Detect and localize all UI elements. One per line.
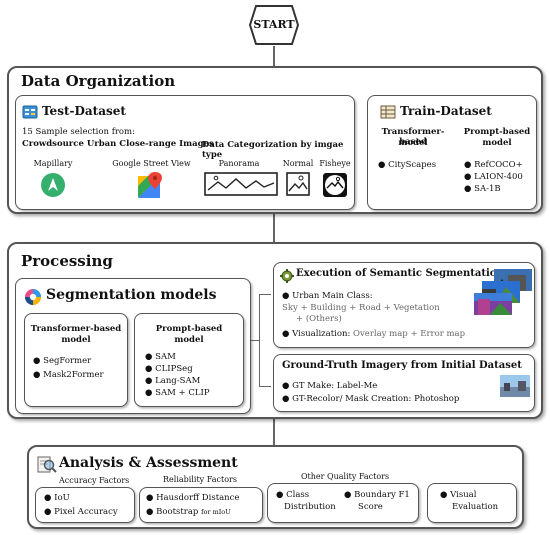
train-col2-item: ● SA-1B — [464, 184, 501, 194]
accuracy-item: ● Pixel Accuracy — [44, 507, 118, 517]
train-dataset-title: Train-Dataset — [400, 104, 492, 118]
mapillary-label: Mapillary — [33, 159, 73, 168]
bracket-left — [251, 340, 259, 341]
mapillary-icon — [40, 172, 66, 198]
normal-image-icon — [286, 172, 310, 196]
processing-panel: Processing Segmentation models Transform… — [7, 242, 543, 419]
panorama-label: Panorama — [218, 159, 260, 168]
ground-truth-title: Ground-Truth Imagery from Initial Datase… — [282, 360, 522, 371]
reliability-box: ● Hausdorff Distance ● Bootstrap for mIo… — [139, 487, 263, 523]
urban-class-value-1: Sky + Building + Road + Vegetation — [282, 303, 440, 313]
segmentation-models-title: Segmentation models — [46, 287, 217, 303]
categorization-title: Data Categorization by imgae type — [202, 140, 344, 160]
reliability-item: ● Hausdorff Distance — [146, 493, 240, 503]
processing-title: Processing — [21, 252, 113, 270]
seg-transformer-box: Transformer-based model ● SegFormer ● Ma… — [24, 313, 128, 407]
seg-col1-header-2: model — [61, 335, 91, 345]
analysis-icon — [37, 454, 57, 474]
other-quality-box: ● Class Distribution ● Boundary F1 Score — [267, 483, 419, 523]
analysis-title: Analysis & Assessment — [59, 455, 238, 471]
crowdsource-text: Crowdsource Urban Close-range Images — [22, 139, 214, 149]
train-dataset-icon — [380, 104, 396, 119]
test-dataset-title: Test-Dataset — [42, 104, 126, 118]
boundary-f1-item: ● Boundary F1 — [344, 490, 410, 500]
seg-col2-header-1: Prompt-based — [155, 324, 223, 334]
train-col1-item: ● CityScapes — [378, 160, 437, 170]
normal-label: Normal — [282, 159, 314, 168]
accuracy-factors-label: Accuracy Factors — [59, 476, 130, 485]
bracket-top — [259, 294, 271, 295]
gsv-label: Google Street View — [112, 159, 191, 168]
class-distribution-item: ● Class — [276, 490, 310, 500]
train-col2-item: ● LAION-400 — [464, 172, 523, 182]
bracket-vertical — [259, 294, 260, 386]
train-col1-header-2: model — [398, 138, 428, 148]
class-distribution-item-line2: Distribution — [284, 502, 336, 512]
reliability-factors-label: Reliability Factors — [163, 475, 237, 484]
other-factors-label: Other Quality Factors — [301, 472, 390, 481]
seg-col2-item: ● CLIPSeg — [145, 364, 193, 374]
data-organization-title: Data Organization — [21, 72, 176, 90]
visual-evaluation-item: ● Visual — [440, 490, 477, 500]
boundary-f1-item-line2: Score — [358, 502, 383, 512]
train-col2-header-1: Prompt-based — [463, 127, 531, 137]
seg-col1-item: ● Mask2Former — [33, 370, 104, 380]
gt-item: ● GT-Recolor/ Mask Creation: Photoshop — [282, 394, 460, 404]
train-col2-header-2: model — [482, 138, 512, 148]
segmentation-icon — [24, 288, 42, 306]
train-col2-item: ● RefCOCO+ — [464, 160, 523, 170]
analysis-panel: Analysis & Assessment Accuracy Factors R… — [27, 445, 524, 529]
seg-col1-header-1: Transformer-based — [30, 324, 122, 334]
connector-start-data — [273, 46, 275, 68]
sample-selection-text: 15 Sample selection from: — [22, 127, 135, 137]
data-organization-panel: Data Organization Test-Dataset 15 Sample… — [7, 66, 543, 214]
fisheye-label: Fisheye — [319, 159, 351, 168]
train-col1-header-1: Transformer-based — [381, 127, 445, 147]
seg-prompt-box: Prompt-based model ● SAM ● CLIPSeg ● Lan… — [134, 313, 244, 407]
start-node: START — [248, 4, 300, 46]
execution-box: Execution of Semantic Segmentation ● Urb… — [273, 262, 535, 348]
visualization-line: ● Visualization: Overlay map + Error map — [282, 329, 466, 339]
reliability-item: ● Bootstrap for mIoU — [146, 507, 231, 517]
seg-col2-header-2: model — [174, 335, 204, 345]
visual-evaluation-box: ● Visual Evaluation — [427, 483, 517, 523]
google-maps-icon — [136, 170, 164, 200]
segmentation-models-box: Segmentation models Transformer-based mo… — [15, 278, 251, 414]
connector-data-processing — [273, 213, 275, 243]
gt-item: ● GT Make: Label-Me — [282, 381, 378, 391]
execution-title: Execution of Semantic Segmentation — [296, 268, 504, 279]
ground-truth-box: Ground-Truth Imagery from Initial Datase… — [273, 354, 535, 412]
seg-col2-item: ● SAM + CLIP — [145, 388, 210, 398]
panorama-image-icon — [204, 172, 278, 196]
bracket-bottom — [259, 386, 271, 387]
test-dataset-box: Test-Dataset 15 Sample selection from: C… — [15, 95, 355, 210]
seg-col2-item: ● SAM — [145, 352, 176, 362]
visual-evaluation-item-line2: Evaluation — [452, 502, 499, 512]
urban-class-value-2: + (Others) — [296, 314, 342, 324]
dataset-icon — [22, 104, 38, 119]
connector-processing-analysis — [273, 418, 275, 446]
seg-col2-item: ● Lang-SAM — [145, 376, 201, 386]
accuracy-item: ● IoU — [44, 493, 70, 503]
fisheye-image-icon — [322, 172, 348, 198]
seg-col1-item: ● SegFormer — [33, 356, 92, 366]
start-label: START — [253, 18, 295, 31]
train-dataset-box: Train-Dataset Transformer-based model Pr… — [367, 95, 537, 210]
accuracy-box: ● IoU ● Pixel Accuracy — [35, 487, 135, 523]
gear-icon — [280, 268, 294, 283]
urban-class-label: ● Urban Main Class: — [282, 291, 373, 301]
ground-truth-thumbnail — [500, 375, 530, 397]
segmentation-thumbnails — [474, 269, 532, 317]
